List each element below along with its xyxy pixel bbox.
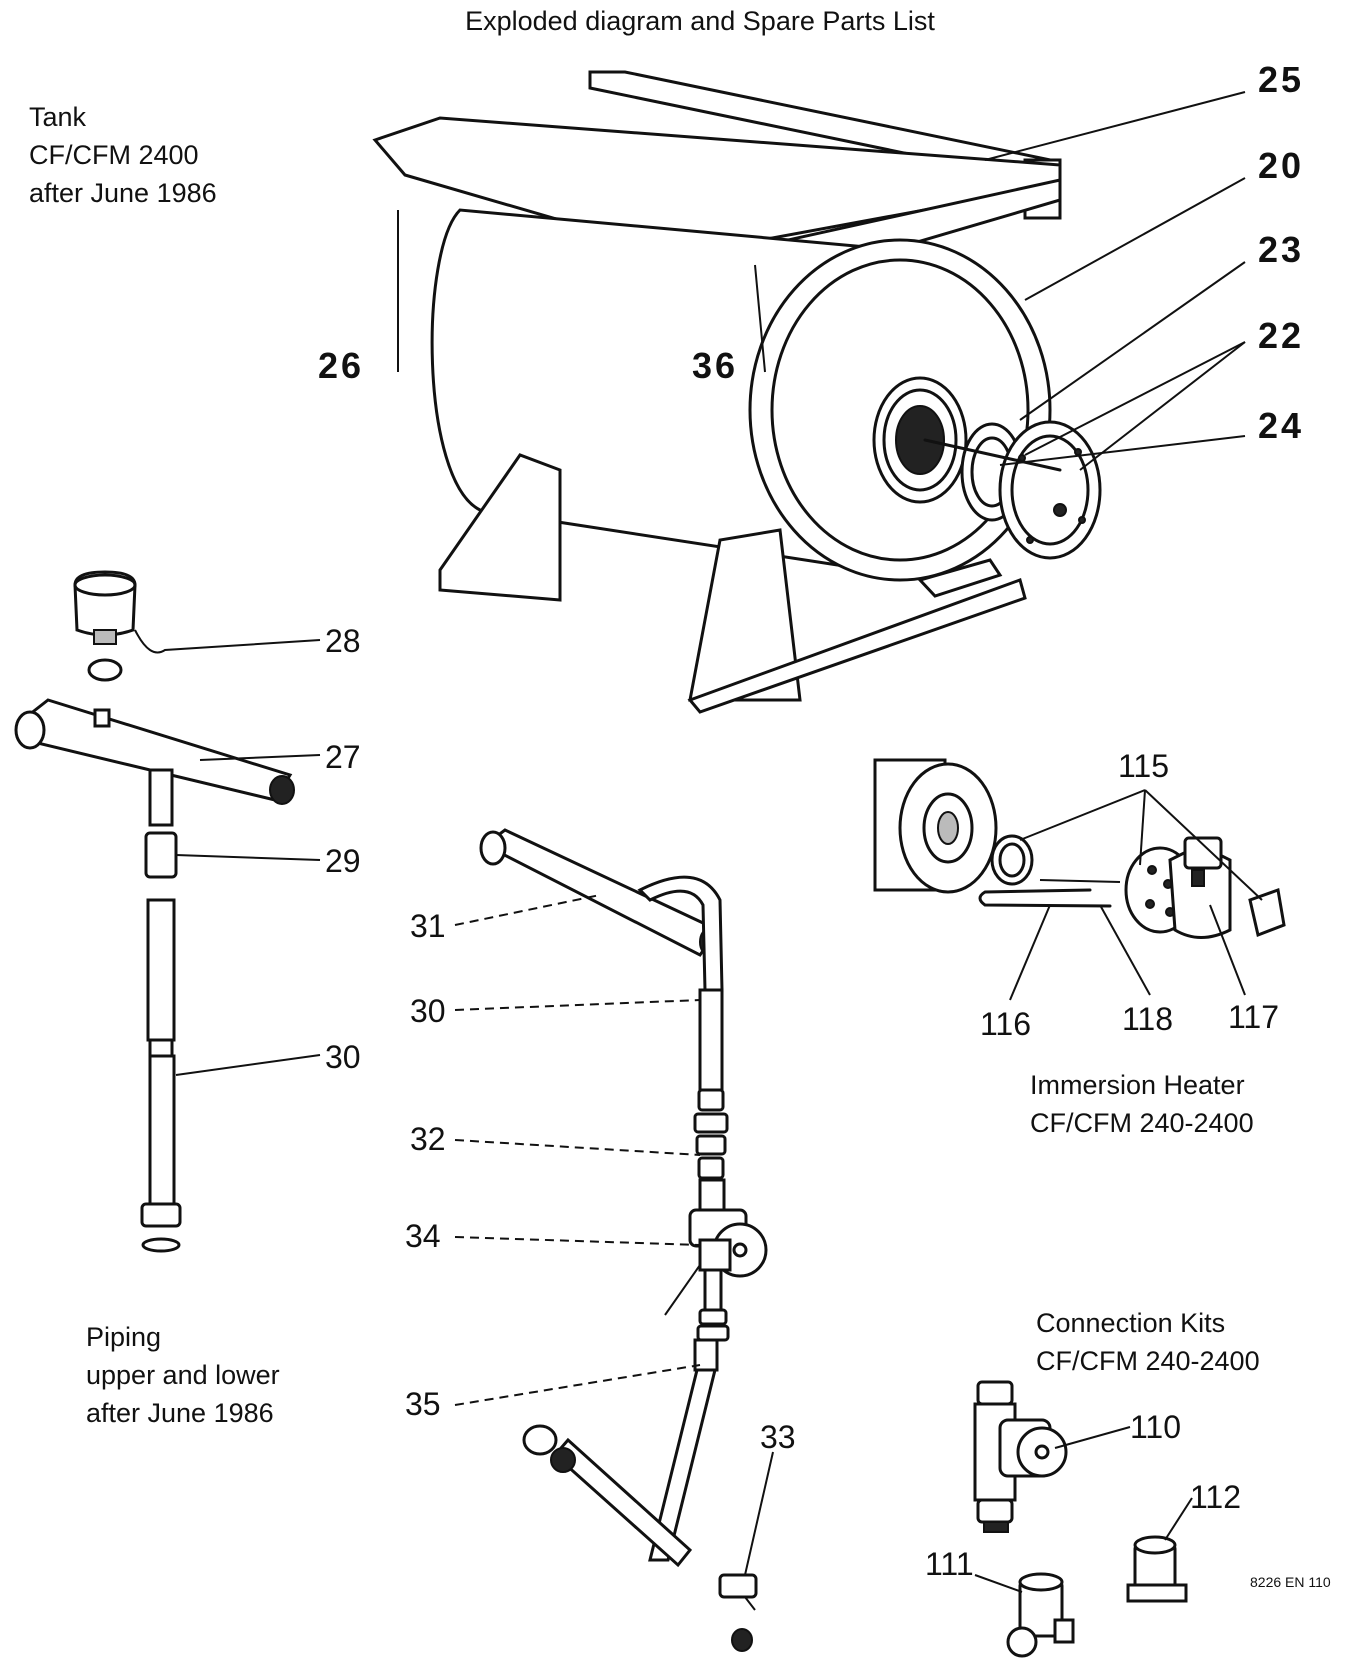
piping-caption-line: Piping	[86, 1322, 162, 1352]
tank-caption-line: Tank	[29, 102, 87, 132]
part-label-27: 27	[325, 739, 361, 775]
part-label-26: 26	[318, 345, 364, 386]
part-label-112: 112	[1190, 1479, 1241, 1515]
pipe-30-center	[698, 988, 724, 1092]
left-piping	[14, 570, 321, 1253]
part-label-111: 111	[925, 1546, 974, 1582]
part-label-34: 34	[405, 1218, 441, 1254]
pipe-30-left	[140, 898, 182, 1253]
connection-kits-section-caption: Connection Kits CF/CFM 240-2400	[1036, 1304, 1260, 1380]
air-vent-28	[73, 570, 137, 682]
connection-pump-110	[973, 1380, 1068, 1533]
part-label-25: 25	[1258, 59, 1304, 100]
center-piping	[454, 828, 774, 1652]
part-label-32: 32	[410, 1121, 446, 1157]
part-label-30: 30	[410, 993, 446, 1029]
immersion-heater-assembly	[873, 758, 1286, 1001]
piping-caption-line: upper and lower	[86, 1360, 280, 1390]
connection-valve-111	[1006, 1572, 1075, 1658]
connection-caption-line: CF/CFM 240-2400	[1036, 1346, 1260, 1376]
tank-leader-lines	[397, 91, 1246, 471]
part-label-36: 36	[692, 345, 738, 386]
part-label-23: 23	[1258, 229, 1304, 270]
piping-caption-line: after June 1986	[86, 1398, 274, 1428]
pipe-35	[522, 1338, 719, 1568]
tank-caption-line: after June 1986	[29, 178, 217, 208]
part-label-28: 28	[325, 623, 361, 659]
part-label-24: 24	[1258, 405, 1304, 446]
connection-valve-112	[1126, 1535, 1188, 1603]
part-label-117: 117	[1228, 999, 1279, 1035]
part-label-29: 29	[325, 843, 361, 879]
part-label-30: 30	[325, 1039, 361, 1075]
part-label-35: 35	[405, 1386, 441, 1422]
heating-element-116	[978, 879, 1121, 908]
connection-kits	[973, 1380, 1193, 1658]
part-label-116: 116	[980, 1006, 1031, 1042]
part-label-31: 31	[410, 908, 446, 944]
immersion-caption-line: Immersion Heater	[1030, 1070, 1245, 1100]
part-label-118: 118	[1122, 1001, 1173, 1037]
pipe-31	[479, 828, 724, 992]
tank-caption-line: CF/CFM 2400	[29, 140, 199, 170]
tank-legs-26	[438, 453, 1027, 714]
piping-section-caption: Piping upper and lower after June 1986	[86, 1318, 280, 1432]
heater-cap-115	[1248, 887, 1286, 938]
part-label-115: 115	[1118, 748, 1169, 784]
circulation-pump-34	[664, 1178, 768, 1342]
part-label-33: 33	[760, 1419, 796, 1455]
drain-valve-33	[718, 1573, 758, 1652]
immersion-heater-section-caption: Immersion Heater CF/CFM 240-2400	[1030, 1066, 1254, 1142]
part-label-22: 22	[1258, 315, 1304, 356]
coupling-29	[144, 831, 178, 879]
part-label-110: 110	[1130, 1409, 1181, 1445]
part-label-20: 20	[1258, 145, 1304, 186]
tank-assembly	[372, 70, 1102, 714]
fittings-32	[693, 1088, 729, 1180]
reference-code: 8226 EN 110	[1250, 1574, 1331, 1590]
immersion-caption-line: CF/CFM 240-2400	[1030, 1108, 1254, 1138]
tank-section-caption: Tank CF/CFM 2400 after June 1986	[29, 98, 217, 212]
thermostat-117	[1168, 836, 1232, 939]
page-title: Exploded diagram and Spare Parts List	[465, 6, 935, 36]
connection-caption-line: Connection Kits	[1036, 1308, 1226, 1338]
heater-gasket-115	[990, 834, 1034, 886]
tee-pipe-27	[14, 698, 295, 827]
